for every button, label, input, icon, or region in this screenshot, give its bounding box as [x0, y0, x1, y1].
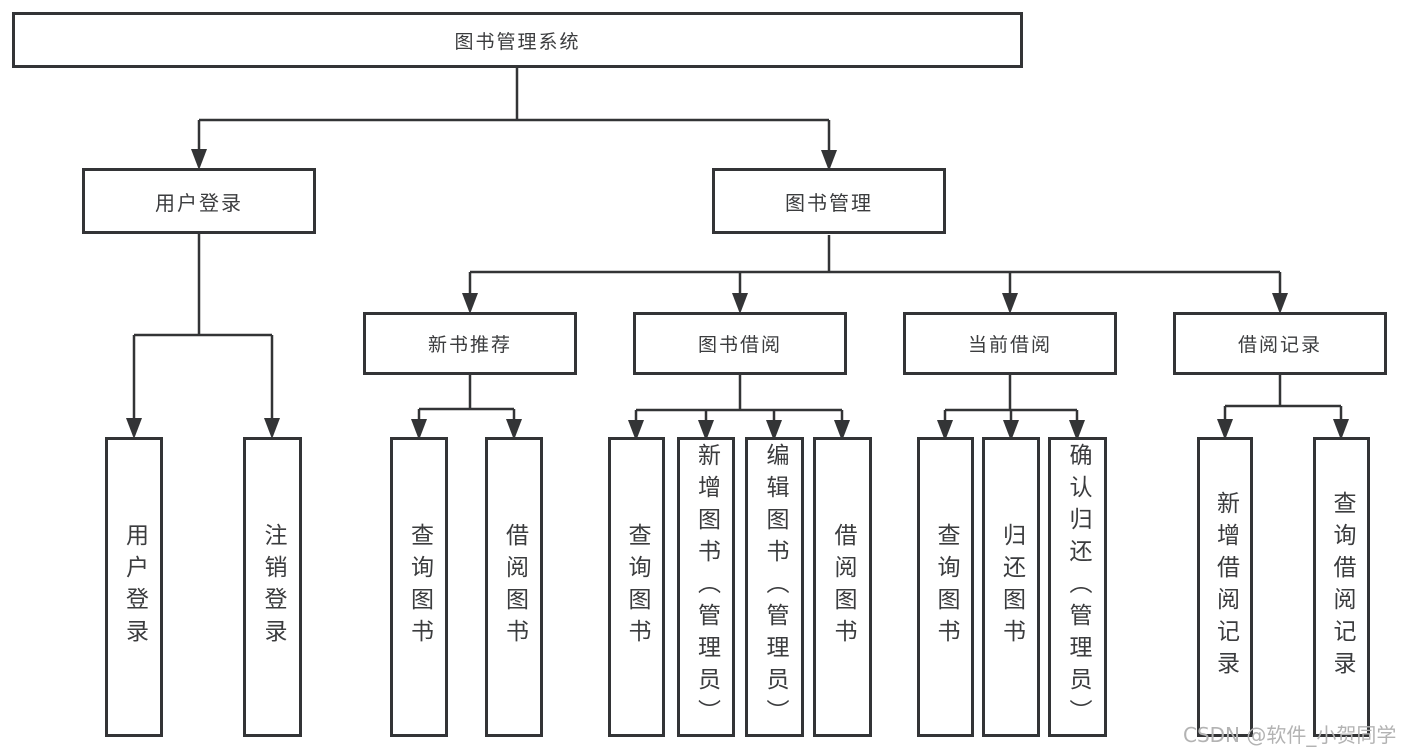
leaf-label: 注销登录: [260, 523, 286, 651]
node-label: 图书借阅: [697, 334, 782, 356]
arrow-icon: [411, 419, 427, 440]
arrow-icon: [698, 420, 714, 441]
arrow-icon: [766, 420, 782, 441]
node-label: 图书管理: [785, 190, 873, 215]
node-label: 新书推荐: [427, 334, 512, 356]
node-user-login-group: 用户登录: [82, 168, 316, 234]
leaf-add-books-admin: 新增图书（管理员）: [677, 437, 735, 737]
leaf-label: 确认归还（管理员）: [1065, 443, 1091, 731]
arrow-icon: [264, 418, 280, 439]
node-label: 用户登录: [155, 190, 243, 215]
leaf-label: 借阅图书: [501, 523, 528, 651]
arrow-icon: [628, 420, 644, 441]
arrow-icon: [1272, 293, 1288, 314]
arrowheads: [126, 149, 1349, 441]
leaf-query-books-recommend: 查询图书: [390, 437, 448, 737]
leaf-label: 编辑图书（管理员）: [762, 443, 788, 731]
connector-paths: [132, 68, 1343, 435]
leaf-add-borrow-record: 新增借阅记录: [1197, 437, 1253, 737]
arrow-icon: [1217, 419, 1233, 440]
arrow-icon: [937, 420, 953, 441]
node-label: 借阅记录: [1237, 334, 1322, 356]
leaf-confirm-return-admin: 确认归还（管理员）: [1048, 437, 1107, 737]
leaf-label: 查询图书: [406, 523, 433, 651]
node-book-borrowing: 图书借阅: [633, 312, 847, 375]
node-new-book-recommendation: 新书推荐: [363, 312, 577, 375]
arrow-icon: [1003, 420, 1019, 441]
leaf-label: 新增借阅记录: [1212, 491, 1239, 683]
node-borrowing-records: 借阅记录: [1173, 312, 1387, 375]
leaf-borrow-books-recommend: 借阅图书: [485, 437, 543, 737]
arrow-icon: [462, 293, 478, 314]
node-library-management-system: 图书管理系统: [12, 12, 1023, 68]
node-book-management: 图书管理: [712, 168, 946, 234]
leaf-logout: 注销登录: [243, 437, 302, 737]
arrow-icon: [1002, 293, 1018, 314]
leaf-label: 借阅图书: [830, 523, 856, 651]
arrow-icon: [506, 419, 522, 440]
csdn-watermark: CSDN @软件_小贺同学: [1183, 723, 1397, 747]
leaf-label: 查询图书: [933, 523, 959, 651]
arrow-icon: [1333, 419, 1349, 440]
leaf-edit-books-admin: 编辑图书（管理员）: [745, 437, 804, 737]
arrow-icon: [821, 150, 837, 171]
leaf-label: 用户登录: [121, 523, 148, 651]
node-label: 图书管理系统: [454, 30, 581, 53]
arrow-icon: [834, 420, 850, 441]
arrow-icon: [732, 293, 748, 314]
leaf-query-books-borrowing: 查询图书: [608, 437, 665, 737]
leaf-user-login: 用户登录: [105, 437, 163, 737]
node-label: 当前借阅: [967, 334, 1052, 356]
leaf-query-books-current: 查询图书: [917, 437, 974, 737]
arrow-icon: [191, 149, 207, 170]
leaf-return-books: 归还图书: [982, 437, 1040, 737]
arrow-icon: [1069, 420, 1085, 441]
arrow-icon: [126, 418, 142, 439]
leaf-label: 查询图书: [624, 523, 650, 651]
leaf-label: 归还图书: [998, 523, 1025, 651]
leaf-label: 新增图书（管理员）: [693, 443, 720, 731]
leaf-borrow-books: 借阅图书: [813, 437, 872, 737]
leaf-query-borrow-record: 查询借阅记录: [1313, 437, 1370, 737]
leaf-label: 查询借阅记录: [1329, 491, 1355, 683]
node-current-borrowing: 当前借阅: [903, 312, 1117, 375]
